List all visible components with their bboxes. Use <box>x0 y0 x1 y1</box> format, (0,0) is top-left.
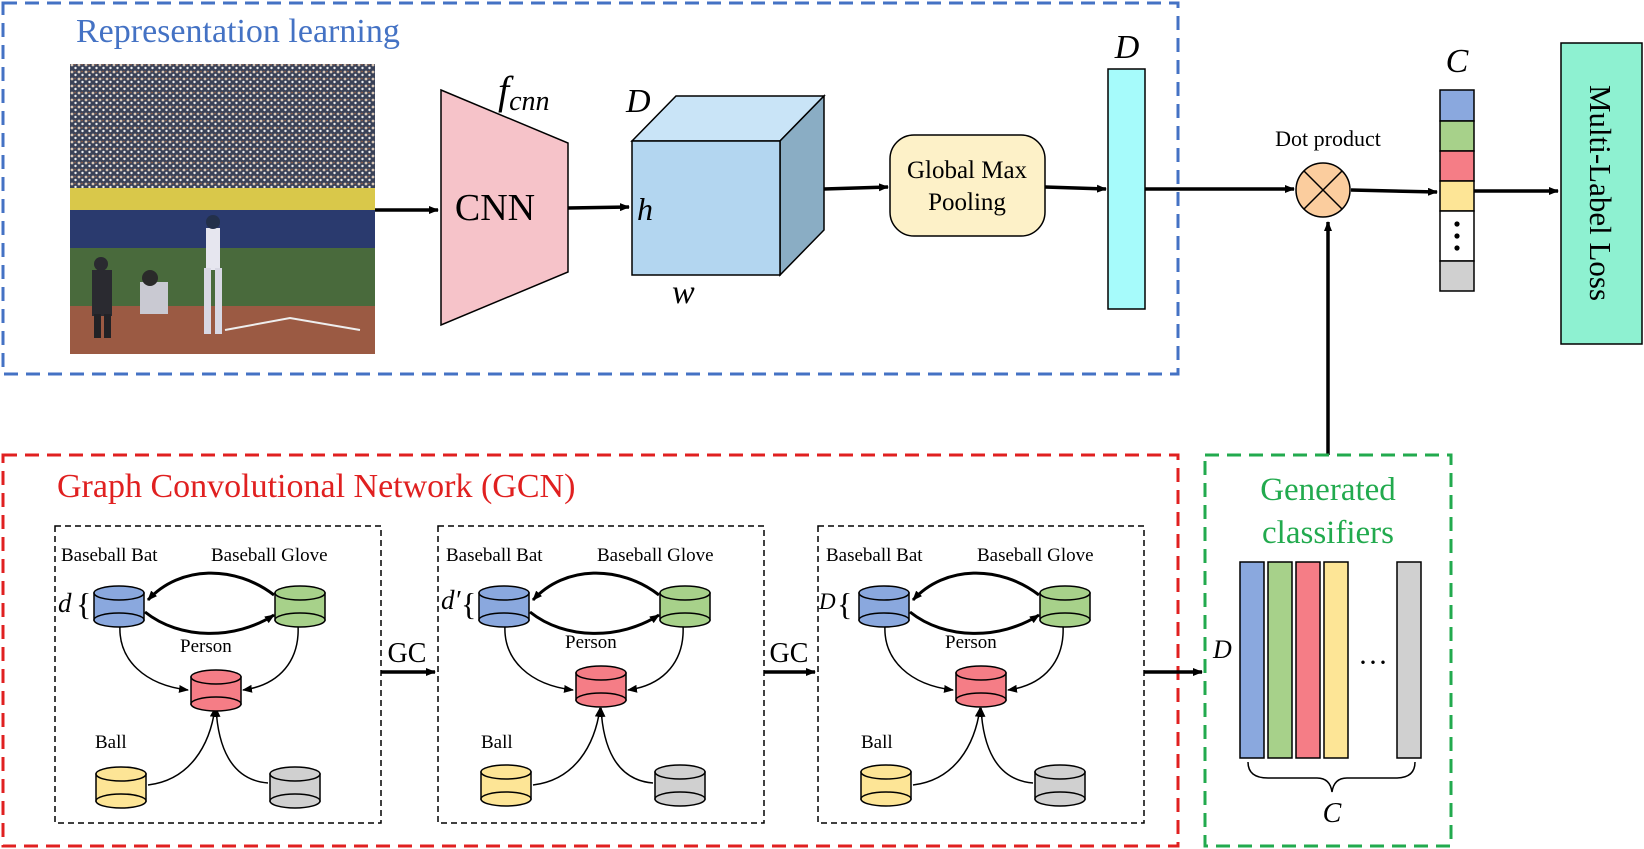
gc-label-1: GC <box>388 638 427 669</box>
arrow-tensor-to-pooling <box>823 183 889 192</box>
arrow-pooling-to-feature <box>1044 184 1107 193</box>
graph-1-edge-glove-to-bat <box>146 571 275 602</box>
graph-1-dim-brace: { <box>76 586 91 622</box>
graph-2-edge-bat-to-glove <box>529 610 660 635</box>
graph-1-person-label: Person <box>180 636 232 657</box>
graph-1-edge-bat-to-glove <box>144 610 275 635</box>
graph-3-person-label: Person <box>945 632 997 653</box>
graph-3-frame <box>817 525 1145 824</box>
graph-3-edge-glove-to-person <box>1007 624 1064 693</box>
classifiers-dim-c: C <box>1323 798 1342 829</box>
cnn-block <box>440 88 569 327</box>
graph-2-dim-label: d′ <box>441 585 462 615</box>
graph-3-node-glove <box>1039 585 1091 628</box>
graph-3-edge-bat-to-glove <box>909 610 1040 635</box>
gcn-graph-2: Baseball Bat Baseball Glove Person Ball … <box>437 525 765 824</box>
global-max-pooling-block <box>889 134 1046 237</box>
graph-1-node-other <box>269 766 321 809</box>
feature-dim-label: D <box>1114 29 1140 66</box>
graph-2-node-person <box>575 665 627 708</box>
graph-2-dim-brace: { <box>461 586 476 622</box>
graph-2-node-other <box>654 764 706 807</box>
image-feature-vector <box>1107 68 1146 310</box>
generated-classifiers-box <box>1203 453 1453 848</box>
graph-2-edge-ball-to-person <box>532 707 603 786</box>
pooling-label-line2: Pooling <box>928 189 1006 216</box>
fcnn-label: fcnn <box>498 68 550 117</box>
gcn-title: Graph Convolutional Network (GCN) <box>57 468 575 505</box>
graph-2-node-ball <box>480 764 532 807</box>
score-dim-label: C <box>1446 43 1469 80</box>
multi-label-loss-label: Multi-Label Loss <box>1583 85 1618 301</box>
dot-product-label: Dot product <box>1275 126 1381 151</box>
tensor-height-label: h <box>637 191 653 227</box>
graph-1-edge-bat-to-person <box>119 624 189 693</box>
classifier-bars <box>1239 561 1422 759</box>
graph-1-node-glove <box>274 585 326 628</box>
dot-product-cross-b <box>1303 170 1343 210</box>
gcn-box <box>1 453 1180 848</box>
graph-3-edge-other-to-person <box>977 707 1034 784</box>
graph-3-bat-label: Baseball Bat <box>826 545 923 566</box>
classifiers-brace <box>1247 761 1416 793</box>
cnn-label: CNN <box>455 187 535 229</box>
classifiers-ellipsis: ··· <box>1358 646 1388 679</box>
graph-3-edge-glove-to-bat <box>911 571 1040 602</box>
tensor-depth-label: D <box>625 83 651 120</box>
graph-2-person-label: Person <box>565 632 617 653</box>
graph-3-dim-brace: { <box>837 586 852 622</box>
gc-label-2: GC <box>770 638 809 669</box>
graph-2-node-bat <box>478 585 530 628</box>
graph-3-ball-label: Ball <box>861 732 893 753</box>
representation-learning-title: Representation learning <box>76 13 400 50</box>
graph-3-node-ball <box>860 764 912 807</box>
classifiers-title-line1: Generated <box>1260 472 1396 508</box>
graph-3-dim-label: D <box>818 589 836 614</box>
representation-learning-box <box>1 1 1180 376</box>
multi-label-loss-block <box>1560 42 1643 345</box>
arrow-dot-to-scores <box>1350 187 1438 196</box>
graph-1-ball-label: Ball <box>95 732 127 753</box>
graph-3-glove-label: Baseball Glove <box>977 545 1094 566</box>
graph-2-bat-label: Baseball Bat <box>446 545 543 566</box>
graph-3-edge-ball-to-person <box>912 707 983 786</box>
graph-2-edge-glove-to-person <box>627 624 684 693</box>
graph-2-ball-label: Ball <box>481 732 513 753</box>
pooling-label-line1: Global Max <box>907 157 1028 184</box>
feature-map-tensor <box>630 94 826 277</box>
graph-2-glove-label: Baseball Glove <box>597 545 714 566</box>
graph-1-bat-label: Baseball Bat <box>61 545 158 566</box>
graph-1-dim-label: d <box>58 588 72 618</box>
tensor-width-label: w <box>672 274 695 311</box>
graph-3-node-person <box>955 665 1007 708</box>
graph-1-frame <box>54 525 382 824</box>
graph-2-node-glove <box>659 585 711 628</box>
graph-2-frame <box>437 525 765 824</box>
graph-3-node-bat <box>858 585 910 628</box>
graph-2-edge-glove-to-bat <box>531 571 660 602</box>
graph-1-node-bat <box>93 585 145 628</box>
gcn-graph-3: Baseball Bat Baseball Glove Person Ball … <box>817 525 1145 824</box>
graph-3-node-other <box>1034 764 1086 807</box>
graph-3-edge-bat-to-person <box>884 624 954 693</box>
graph-2-edge-bat-to-person <box>504 624 574 693</box>
classifiers-title-line2: classifiers <box>1262 515 1394 551</box>
input-image <box>70 64 375 354</box>
graph-1-node-person <box>190 669 242 712</box>
label-score-vector <box>1439 89 1475 292</box>
graph-2-edge-other-to-person <box>597 707 654 784</box>
gcn-graph-1: Baseball Bat Baseball Glove Person Ball … <box>54 525 382 824</box>
graph-1-edge-ball-to-person <box>147 707 218 786</box>
graph-1-edge-other-to-person <box>212 707 269 784</box>
classifiers-dim-d: D <box>1212 635 1232 664</box>
graph-1-edge-glove-to-person <box>242 624 299 693</box>
graph-1-glove-label: Baseball Glove <box>211 545 328 566</box>
arrow-cnn-to-feature-map <box>567 203 630 212</box>
graph-1-node-ball <box>95 766 147 809</box>
